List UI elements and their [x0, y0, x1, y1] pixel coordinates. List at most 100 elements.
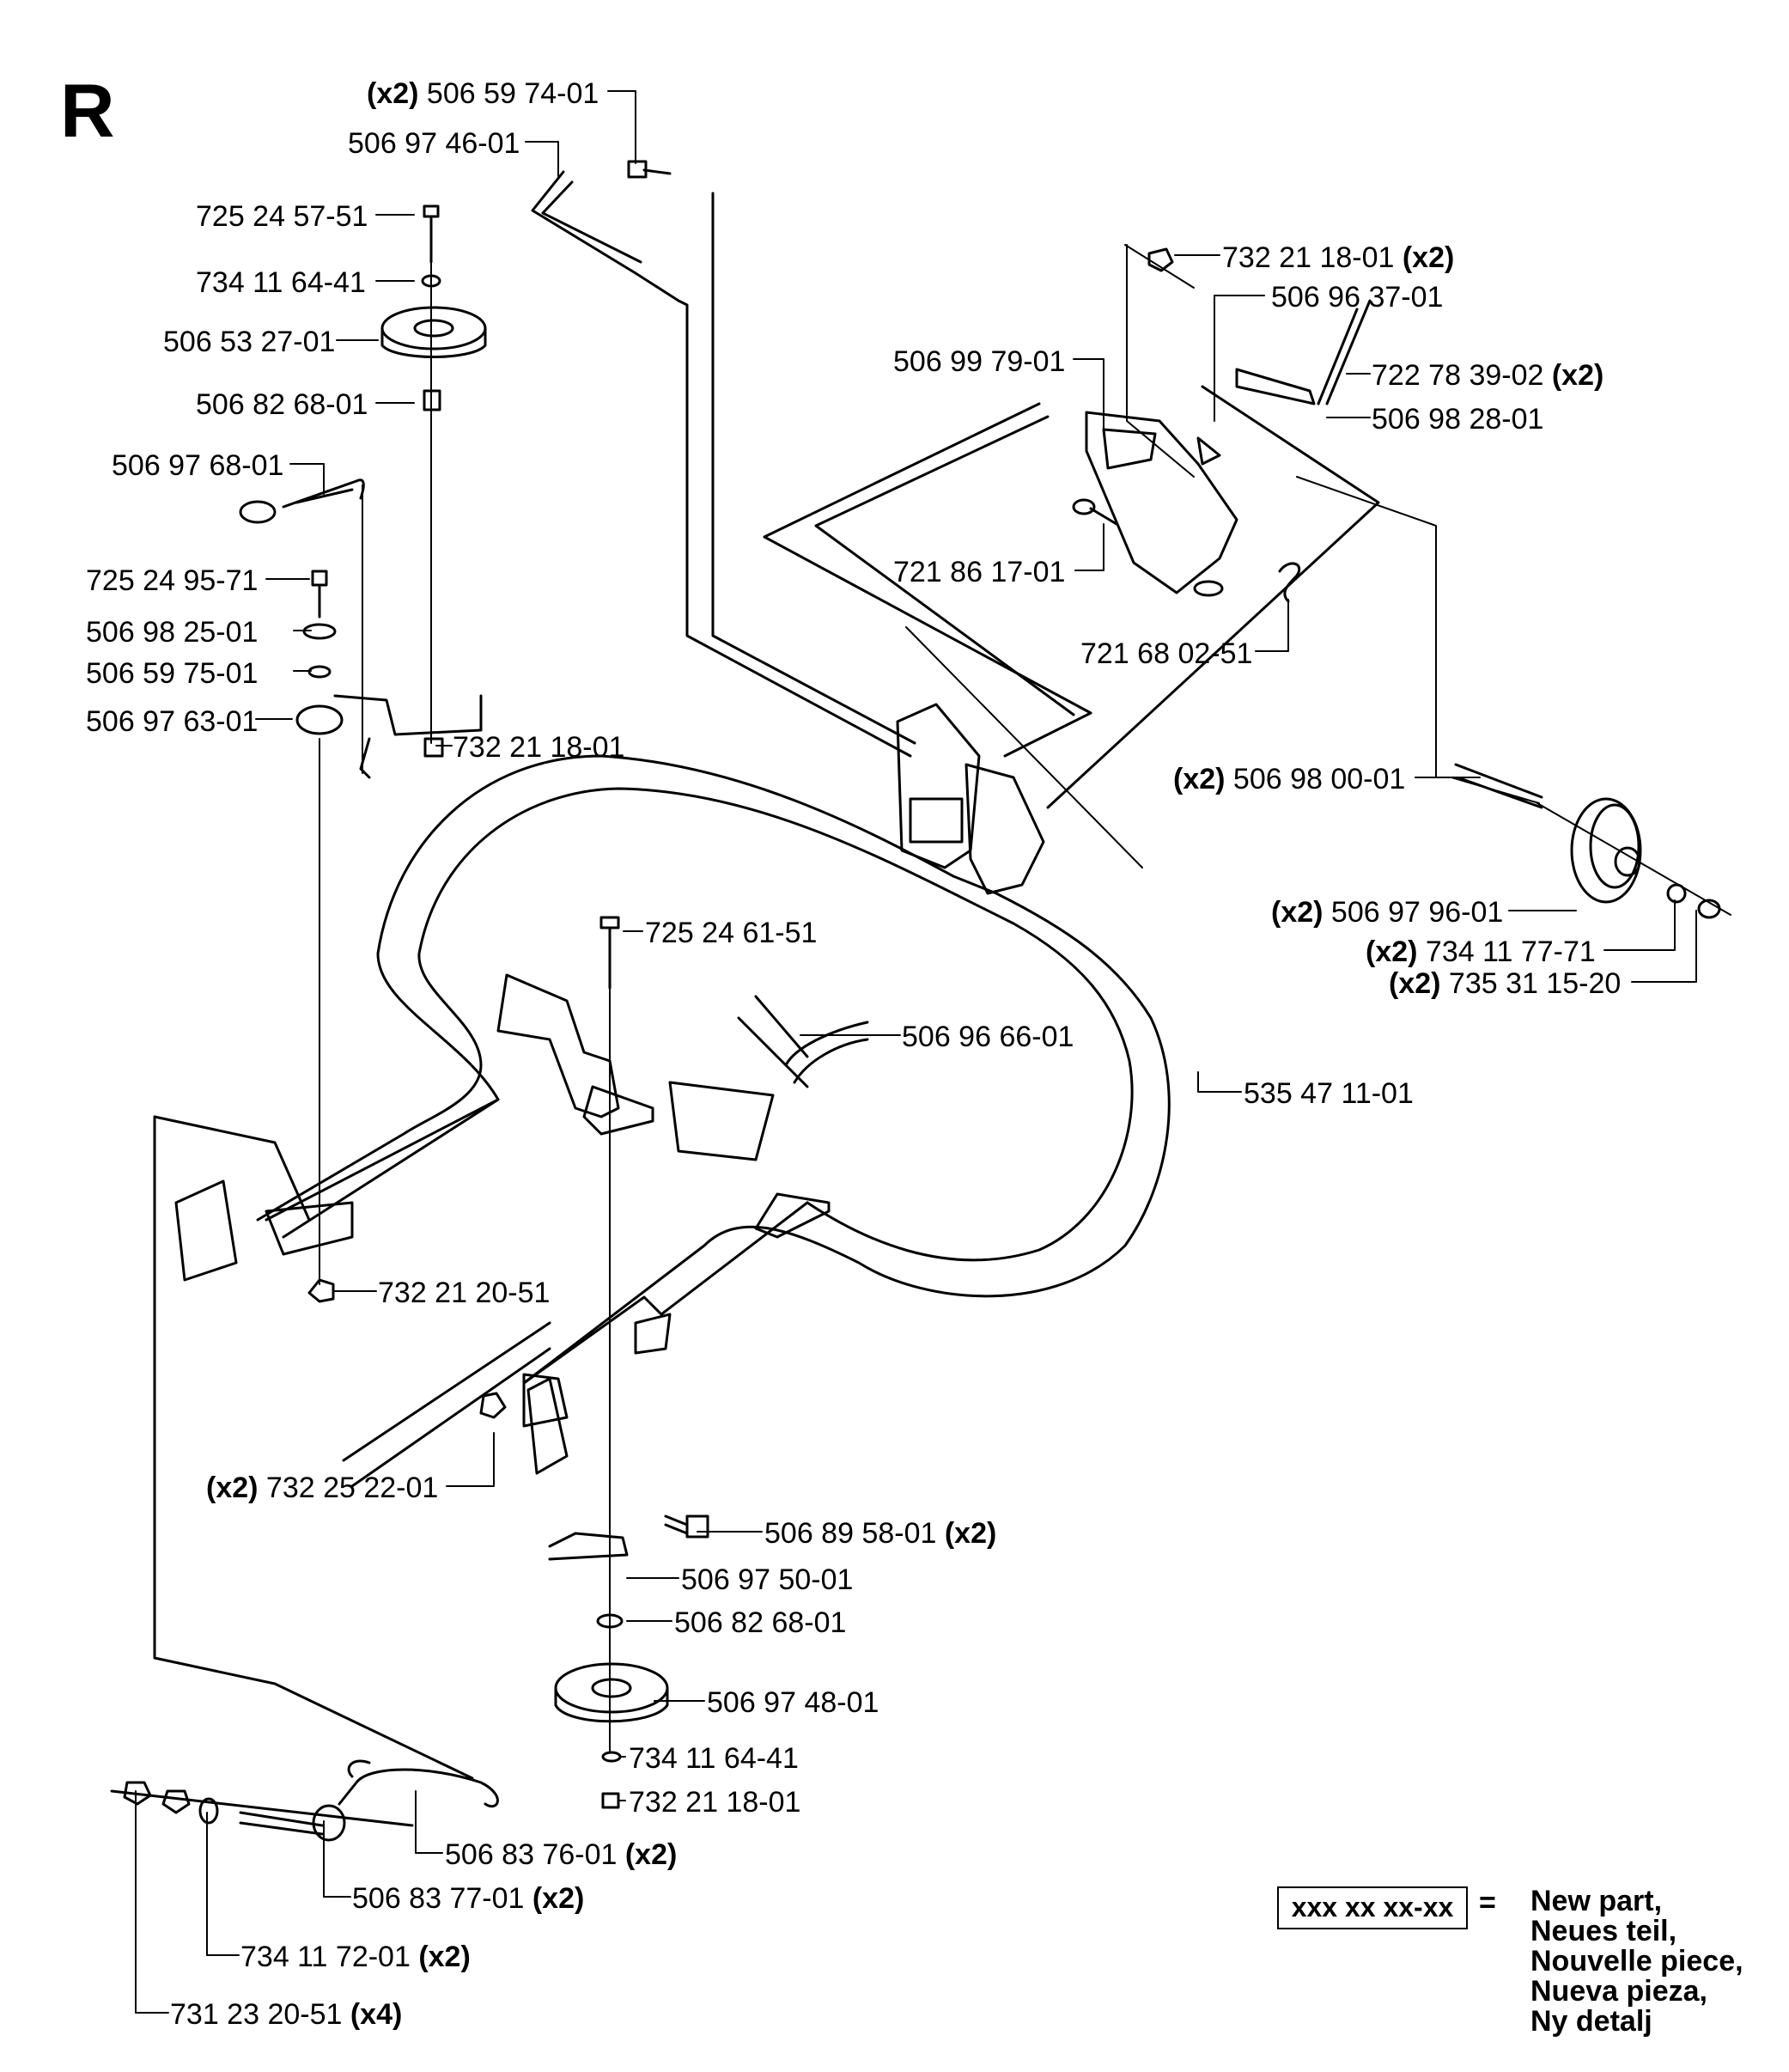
part-number: 725 24 57-51: [196, 200, 368, 233]
part-number: 734 11 64-41: [196, 266, 366, 299]
part-label: 506 98 28-01: [1372, 402, 1543, 436]
part-number: 732 21 18-01: [629, 1786, 801, 1819]
legend-line: Nouvelle piece,: [1530, 1945, 1743, 1978]
part-number: 506 99 79-01: [893, 345, 1066, 378]
part-label: 722 78 39-02 (x2): [1372, 358, 1603, 393]
part-label: 731 23 20-51 (x4): [170, 1997, 402, 2032]
legend-line: Ny detalj: [1530, 2005, 1652, 2038]
part-label: 506 82 68-01: [674, 1606, 846, 1640]
section-letter: R: [60, 68, 115, 153]
part-label: 732 21 18-01 (x2): [1222, 241, 1454, 275]
part-number: 506 97 48-01: [707, 1686, 879, 1719]
part-label: 506 59 75-01: [86, 656, 258, 691]
fasteners: [307, 160, 709, 1539]
part-label: 732 21 18-01: [629, 1785, 800, 1819]
part-label: 506 53 27-01: [163, 325, 335, 359]
quantity-prefix: (x2): [1173, 763, 1226, 795]
part-number: 506 83 76-01: [445, 1838, 618, 1871]
part-label: 506 83 76-01 (x2): [445, 1837, 677, 1872]
quantity-suffix: (x2): [1402, 241, 1455, 274]
part-number: 722 78 39-02: [1372, 359, 1544, 392]
part-label: 506 99 79-01: [893, 344, 1065, 379]
part-label: (x2) 735 31 15-20: [1389, 966, 1621, 1001]
part-number: 732 25 22-01: [265, 1472, 439, 1504]
part-number: 506 97 68-01: [112, 449, 284, 482]
part-label: 725 24 57-51: [196, 199, 368, 234]
upper-pulley-stack: [239, 204, 487, 779]
part-number: 506 82 68-01: [674, 1606, 847, 1639]
part-number: 721 86 17-01: [893, 556, 1066, 588]
part-number: 506 97 46-01: [348, 127, 520, 160]
quantity-suffix: (x2): [1551, 359, 1604, 392]
quantity-suffix: (x2): [944, 1517, 997, 1550]
part-number: 735 31 15-20: [1448, 967, 1622, 1000]
part-label: 506 96 66-01: [902, 1020, 1074, 1054]
part-number: 732 21 18-01: [1222, 241, 1395, 274]
part-label: 721 86 17-01: [893, 555, 1065, 589]
part-number: 506 97 63-01: [86, 705, 259, 738]
pivot-bracket: [784, 247, 1372, 1084]
part-label: 535 47 11-01: [1244, 1076, 1414, 1111]
part-number: 721 68 02-51: [1080, 637, 1253, 670]
part-label: 732 21 20-51: [378, 1276, 550, 1310]
part-label: (x2) 734 11 77-71: [1366, 935, 1596, 969]
part-label: 506 97 46-01: [348, 126, 520, 161]
part-label: 506 97 48-01: [707, 1685, 879, 1720]
leader-lines: [135, 90, 1697, 2014]
part-number: 734 11 64-41: [629, 1742, 799, 1775]
part-number: 732 21 18-01: [453, 731, 625, 764]
part-number: 731 23 20-51: [170, 1998, 343, 2031]
part-number: 506 59 75-01: [86, 657, 259, 690]
part-label: 725 24 95-71: [86, 564, 258, 598]
part-label: 506 83 77-01 (x2): [352, 1881, 584, 1916]
main-frame-tube: [256, 754, 1171, 1488]
part-number: 535 47 11-01: [1244, 1077, 1414, 1110]
quantity-prefix: (x2): [206, 1472, 259, 1504]
part-label: 506 96 37-01: [1271, 280, 1443, 314]
pivot-rod: [531, 170, 916, 758]
center-bracket: [174, 703, 1045, 1475]
legend-equals: =: [1479, 1886, 1496, 1919]
part-number: 506 98 25-01: [86, 616, 259, 649]
quantity-prefix: (x2): [367, 77, 419, 110]
tension-spring-assembly: [110, 1115, 499, 1842]
part-number: 725 24 61-51: [645, 917, 818, 949]
part-label: 506 82 68-01: [196, 387, 368, 422]
quantity-suffix: (x2): [532, 1882, 585, 1915]
quantity-prefix: (x2): [1389, 967, 1441, 1000]
part-label: 734 11 64-41: [629, 1741, 799, 1776]
quantity-suffix: (x4): [350, 1998, 403, 2031]
legend-translations: New part, Neues teil, Nouvelle piece, Nu…: [1530, 1886, 1743, 2037]
part-label: (x2) 506 97 96-01: [1271, 895, 1503, 929]
part-number: 506 97 96-01: [1330, 896, 1504, 929]
part-label: 506 97 68-01: [112, 448, 283, 483]
part-label: (x2) 732 25 22-01: [206, 1471, 438, 1505]
quantity-suffix: (x2): [624, 1838, 678, 1871]
part-number: 506 59 74-01: [426, 77, 599, 110]
part-label: (x2) 506 98 00-01: [1173, 762, 1405, 796]
part-number: 506 97 50-01: [681, 1563, 854, 1596]
quantity-suffix: (x2): [418, 1941, 471, 1973]
part-label: 734 11 72-01 (x2): [240, 1940, 471, 1974]
part-label: 734 11 64-41: [196, 265, 366, 300]
part-label: 506 97 50-01: [681, 1563, 853, 1597]
frame-outline: [763, 385, 1380, 809]
wheel-assembly: [1454, 763, 1721, 919]
part-number: 506 98 00-01: [1232, 763, 1406, 795]
part-label: 506 89 58-01 (x2): [764, 1516, 996, 1551]
part-number: 734 11 77-71: [1425, 935, 1596, 968]
part-number: 506 96 37-01: [1271, 281, 1444, 314]
part-number: 506 53 27-01: [163, 326, 336, 358]
part-number: 506 82 68-01: [196, 388, 368, 421]
part-number: 506 83 77-01: [352, 1882, 525, 1915]
part-number: 732 21 20-51: [378, 1277, 551, 1309]
legend-new-part-box: xxx xx xx-xx: [1277, 1886, 1468, 1929]
quantity-prefix: (x2): [1271, 896, 1323, 929]
part-number: 506 89 58-01: [764, 1517, 937, 1550]
part-label: 725 24 61-51: [645, 916, 817, 950]
legend-line: Nueva pieza,: [1530, 1975, 1707, 2008]
legend-line: New part,: [1530, 1885, 1663, 1917]
part-number: 506 96 66-01: [902, 1021, 1074, 1053]
part-label: 721 68 02-51: [1080, 637, 1252, 671]
